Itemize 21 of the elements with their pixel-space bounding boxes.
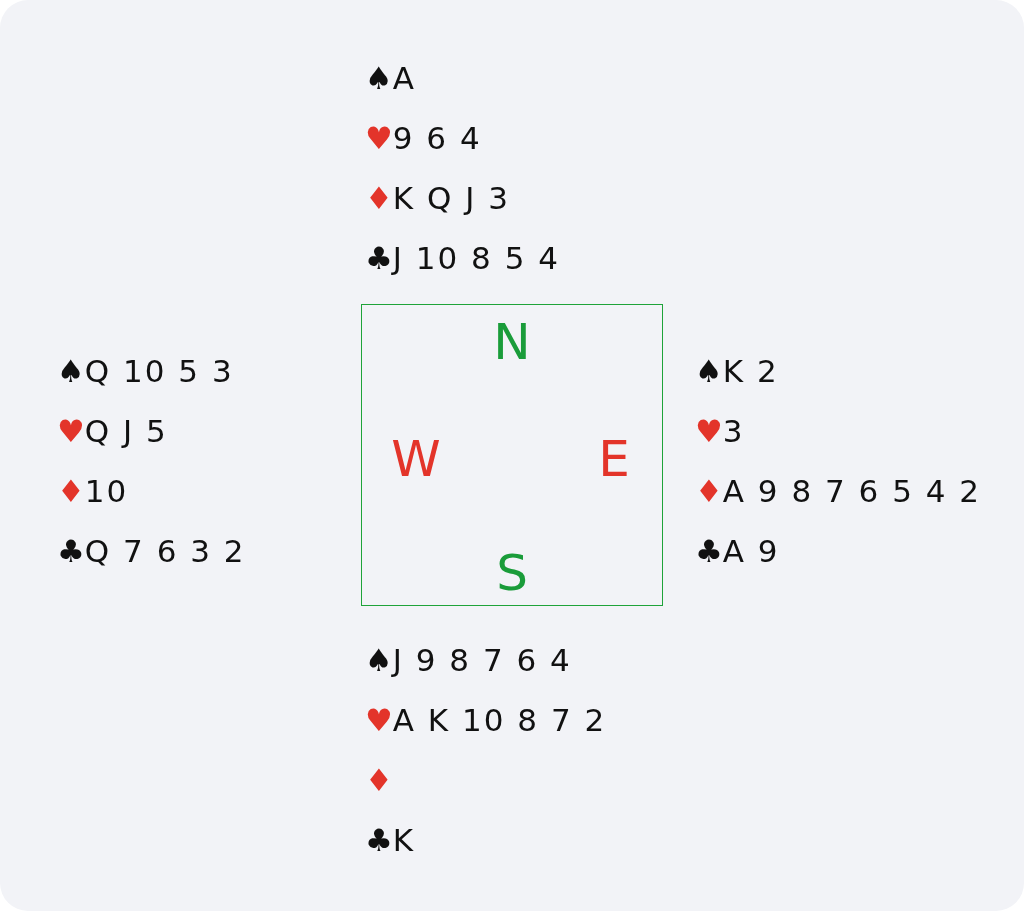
hand-line: ♦A 9 8 7 6 5 4 2 — [695, 472, 982, 511]
hand-line: ♥9 6 4 — [365, 119, 482, 158]
hand-line: ♣Q 7 6 3 2 — [57, 532, 246, 571]
compass-letter: E — [598, 431, 630, 487]
hand-line: ♦10 — [57, 472, 129, 511]
hand-line: ♦K Q J 3 — [365, 179, 510, 218]
hand-line: ♥3 — [695, 412, 745, 451]
hand-line: ♣K — [365, 821, 416, 860]
compass-letter: W — [391, 431, 441, 487]
hand-line: ♥Q J 5 — [57, 412, 168, 451]
compass-letter: S — [496, 545, 528, 601]
compass-letter: N — [493, 314, 531, 370]
hand-line: ♣A 9 — [695, 532, 780, 571]
hand-line: ♣J 10 8 5 4 — [365, 239, 560, 278]
hand-line: ♥A K 10 8 7 2 — [365, 701, 607, 740]
hand-line: ♠K 2 — [695, 352, 779, 391]
hand-line: ♠A — [365, 59, 416, 98]
hand-line: ♠J 9 8 7 6 4 — [365, 641, 572, 680]
hand-line: ♦ — [365, 761, 393, 800]
compass-box — [361, 304, 663, 606]
hand-line: ♠Q 10 5 3 — [57, 352, 234, 391]
